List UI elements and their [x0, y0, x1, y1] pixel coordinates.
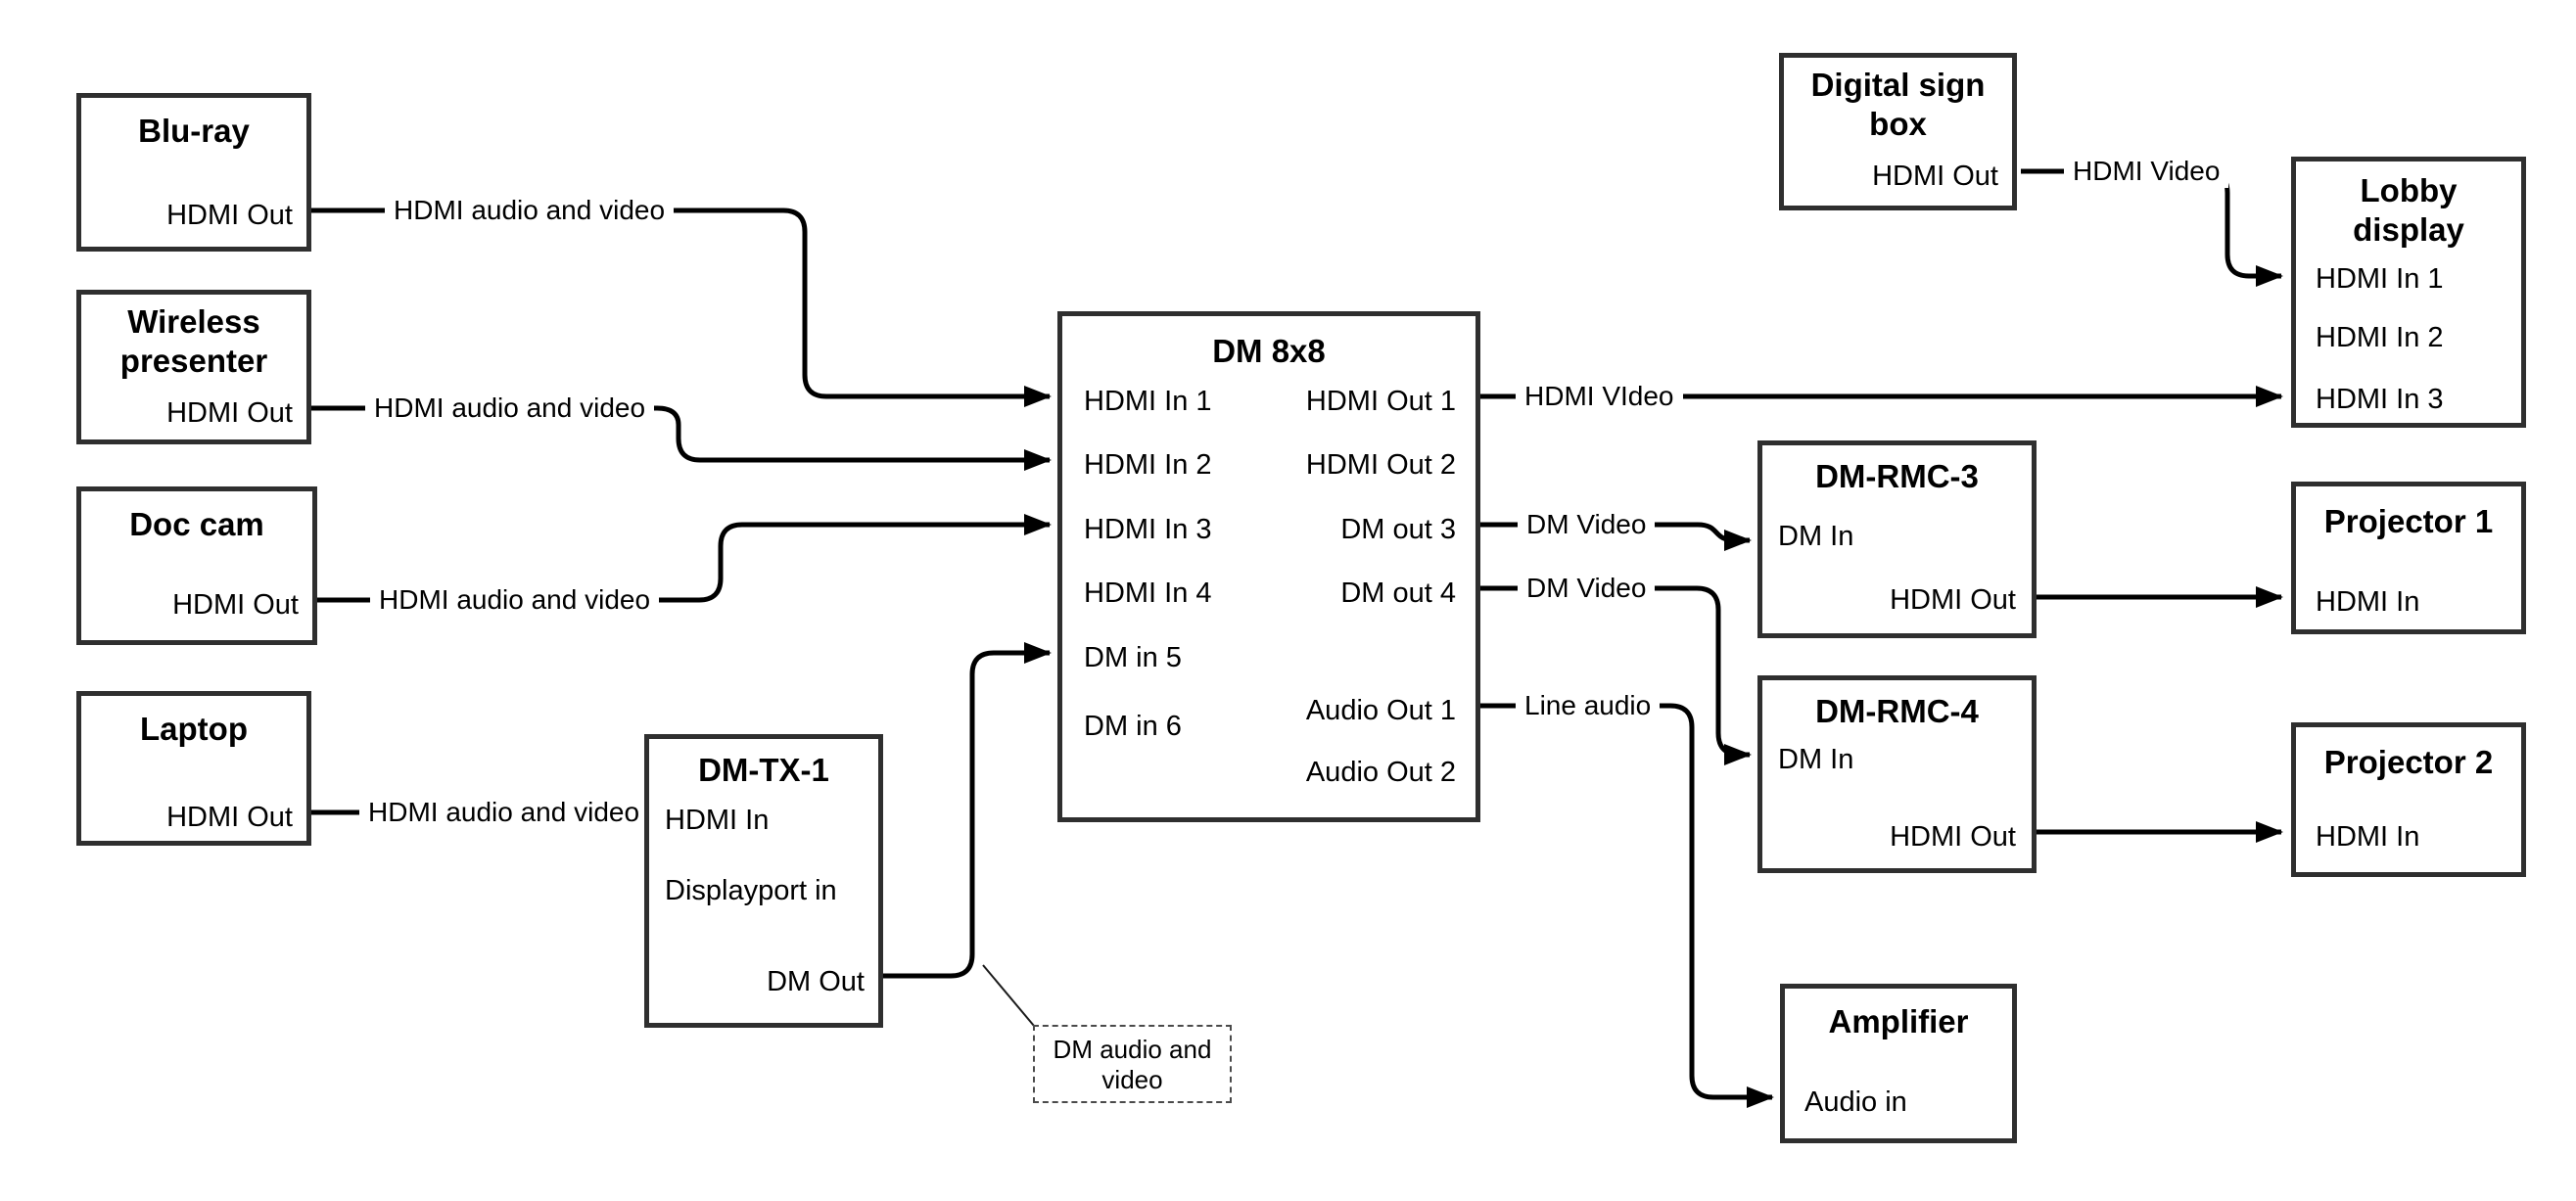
box-rmc4-title: DM-RMC-4 — [1815, 693, 1979, 729]
box-proj1-title: Projector 1 — [2323, 503, 2494, 539]
port-proj2-hdmi-in: HDMI In — [2316, 821, 2420, 853]
box-projector-2: Projector 2 HDMI In — [2291, 722, 2526, 877]
port-amp-audio-in: Audio in — [1804, 1086, 1907, 1118]
wire-bluray-to-dm8x8-hdmi-in1 — [311, 208, 1052, 407]
box-digital-sign: Digital sign box HDMI Out — [1779, 53, 2017, 210]
port-dmtx1-displayport-in: Displayport in — [665, 875, 837, 906]
port-rmc3-dm-in: DM In — [1778, 521, 1854, 552]
box-laptop: Laptop HDMI Out — [76, 691, 311, 846]
wire-label-dm-video-out4: DM Video — [1518, 572, 1656, 605]
port-dm8x8-hdmi-out-1: HDMI Out 1 — [1305, 386, 1456, 417]
wire-dm8x8-dmout4-to-rmc4-dm-in — [1480, 585, 1752, 765]
box-bluray-title: Blu-ray — [138, 113, 250, 149]
box-dmtx1-title: DM-TX-1 — [698, 752, 829, 788]
box-doccam-title: Doc cam — [129, 506, 264, 542]
port-dm8x8-dm-out-4: DM out 4 — [1340, 577, 1456, 609]
wire-dm8x8-dmout3-to-rmc3-dm-in — [1480, 522, 1752, 551]
port-dmtx1-dm-out: DM Out — [767, 966, 865, 997]
box-lobby-display: Lobby display HDMI In 1 HDMI In 2 HDMI I… — [2291, 157, 2526, 428]
wire-label-hdmi-av-doccam: HDMI audio and video — [370, 583, 660, 617]
port-dm8x8-audio-out-2: Audio Out 2 — [1305, 757, 1456, 788]
port-doccam-hdmi-out: HDMI Out — [172, 589, 299, 621]
callout-leader-line — [982, 964, 1035, 1027]
box-wireless-presenter: Wireless presenter HDMI Out — [76, 290, 311, 444]
port-dm8x8-hdmi-in-2: HDMI In 2 — [1084, 449, 1212, 481]
wire-label-hdmi-video-out1: HDMI VIdeo — [1516, 380, 1683, 413]
wire-label-hdmi-av-bluray: HDMI audio and video — [385, 194, 675, 227]
box-dm-rmc-3: DM-RMC-3 DM In HDMI Out — [1757, 440, 2037, 638]
wire-wireless-to-dm8x8-hdmi-in2 — [311, 405, 1052, 471]
wire-doccam-to-dm8x8-hdmi-in3 — [317, 514, 1052, 603]
port-rmc4-dm-in: DM In — [1778, 744, 1854, 775]
port-signbox-hdmi-out: HDMI Out — [1872, 161, 1998, 192]
port-proj1-hdmi-in: HDMI In — [2316, 586, 2420, 618]
port-dm8x8-hdmi-in-1: HDMI In 1 — [1084, 386, 1212, 417]
port-lobby-hdmi-in-1: HDMI In 1 — [2316, 263, 2444, 295]
wire-dmtx1-dmout-to-dm8x8-dm-in5 — [883, 642, 1052, 979]
box-proj2-title: Projector 2 — [2323, 744, 2494, 780]
box-amp-title: Amplifier — [1828, 1003, 1969, 1039]
box-bluray: Blu-ray HDMI Out — [76, 93, 311, 252]
callout-dm-audio-and-video: DM audio and video — [1033, 1025, 1232, 1103]
box-signbox-title: Digital sign box — [1810, 67, 1986, 142]
box-laptop-title: Laptop — [140, 711, 248, 747]
wire-label-hdmi-av-laptop: HDMI audio and video — [359, 796, 649, 829]
box-dm-8x8: DM 8x8 HDMI In 1 HDMI In 2 HDMI In 3 HDM… — [1057, 311, 1480, 822]
wire-label-line-audio: Line audio — [1516, 689, 1661, 722]
box-dm-tx-1: DM-TX-1 HDMI In Displayport in DM Out — [644, 734, 883, 1028]
wire-dm8x8-audioout1-to-amp-audio-in — [1480, 703, 1774, 1108]
wire-label-hdmi-video-sign: HDMI Video — [2064, 155, 2229, 188]
port-dm8x8-audio-out-1: Audio Out 1 — [1305, 695, 1456, 726]
port-lobby-hdmi-in-2: HDMI In 2 — [2316, 322, 2444, 353]
port-dmtx1-hdmi-in: HDMI In — [665, 805, 770, 836]
port-wireless-hdmi-out: HDMI Out — [166, 397, 293, 429]
box-dm-rmc-4: DM-RMC-4 DM In HDMI Out — [1757, 675, 2037, 873]
box-doc-cam: Doc cam HDMI Out — [76, 486, 317, 645]
port-dm8x8-hdmi-in-3: HDMI In 3 — [1084, 514, 1212, 545]
wire-label-hdmi-av-wireless: HDMI audio and video — [365, 392, 655, 425]
port-dm8x8-hdmi-out-2: HDMI Out 2 — [1305, 449, 1456, 481]
wire-label-dm-video-out3: DM Video — [1518, 508, 1656, 541]
box-dm8x8-title: DM 8x8 — [1212, 333, 1326, 369]
box-rmc3-title: DM-RMC-3 — [1815, 458, 1979, 494]
box-amplifier: Amplifier Audio in — [1780, 984, 2017, 1143]
port-dm8x8-hdmi-in-4: HDMI In 4 — [1084, 577, 1212, 609]
port-dm8x8-dm-in-5: DM in 5 — [1084, 642, 1182, 673]
port-dm8x8-dm-in-6: DM in 6 — [1084, 711, 1182, 742]
port-laptop-hdmi-out: HDMI Out — [166, 802, 293, 833]
port-rmc3-hdmi-out: HDMI Out — [1890, 584, 2016, 616]
port-rmc4-hdmi-out: HDMI Out — [1890, 821, 2016, 853]
box-projector-1: Projector 1 HDMI In — [2291, 482, 2526, 634]
box-wireless-title: Wireless presenter — [119, 303, 268, 379]
port-lobby-hdmi-in-3: HDMI In 3 — [2316, 384, 2444, 415]
port-bluray-hdmi-out: HDMI Out — [166, 200, 293, 231]
box-lobby-title: Lobby display — [2353, 172, 2464, 248]
port-dm8x8-dm-out-3: DM out 3 — [1340, 514, 1456, 545]
